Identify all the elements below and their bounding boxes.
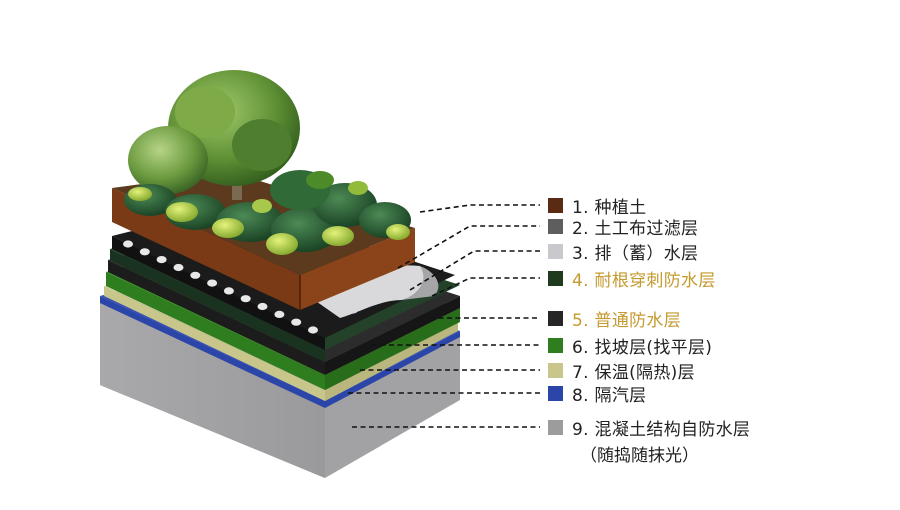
legend-swatch-2 bbox=[548, 219, 563, 234]
drainage-dimple bbox=[258, 303, 268, 310]
drainage-dimple bbox=[123, 240, 133, 247]
leader-2 bbox=[398, 226, 540, 268]
legend-swatch-4 bbox=[548, 271, 563, 286]
legend-swatch-9 bbox=[548, 420, 563, 435]
legend-swatch-6 bbox=[548, 338, 563, 353]
legend-label-9-note: （随捣随抹光） bbox=[580, 441, 699, 466]
legend-label-3: 3. 排（蓄）水层 bbox=[572, 239, 698, 264]
leader-1 bbox=[420, 205, 540, 212]
drainage-dimple bbox=[291, 319, 301, 326]
legend-label-5: 5. 普通防水层 bbox=[572, 306, 681, 331]
legend-item-9: 9. 混凝土结构自防水层 bbox=[548, 416, 750, 438]
drainage-dimple bbox=[241, 295, 251, 302]
drainage-dimple bbox=[308, 326, 318, 333]
legend-label-7: 7. 保温(隔热)层 bbox=[572, 358, 695, 383]
legend-label-2: 2. 土工布过滤层 bbox=[572, 214, 698, 239]
drainage-dimple bbox=[174, 264, 184, 271]
legend-swatch-3 bbox=[548, 244, 563, 259]
legend-label-4: 4. 耐根穿刺防水层 bbox=[572, 266, 716, 291]
drainage-dimple bbox=[190, 272, 200, 279]
legend-swatch-8 bbox=[548, 386, 563, 401]
legend-item-7: 7. 保温(隔热)层 bbox=[548, 359, 695, 381]
legend-item-2: 2. 土工布过滤层 bbox=[548, 215, 698, 237]
drainage-dimple bbox=[224, 287, 234, 294]
legend-swatch-5 bbox=[548, 311, 563, 326]
legend-swatch-7 bbox=[548, 363, 563, 378]
drainage-dimple bbox=[140, 248, 150, 255]
legend-item-3: 3. 排（蓄）水层 bbox=[548, 240, 698, 262]
legend-label-8: 8. 隔汽层 bbox=[572, 381, 646, 406]
legend-swatch-1 bbox=[548, 198, 563, 213]
legend-item-4: 4. 耐根穿刺防水层 bbox=[548, 267, 716, 289]
legend-item-5: 5. 普通防水层 bbox=[548, 307, 681, 329]
legend-label-6: 6. 找坡层(找平层) bbox=[572, 333, 712, 358]
legend-item-6: 6. 找坡层(找平层) bbox=[548, 334, 712, 356]
drainage-dimple bbox=[157, 256, 167, 263]
legend-item-8: 8. 隔汽层 bbox=[548, 382, 646, 404]
legend-label-9: 9. 混凝土结构自防水层 bbox=[572, 415, 750, 440]
drainage-dimple bbox=[274, 311, 284, 318]
drainage-dimple bbox=[207, 280, 217, 287]
